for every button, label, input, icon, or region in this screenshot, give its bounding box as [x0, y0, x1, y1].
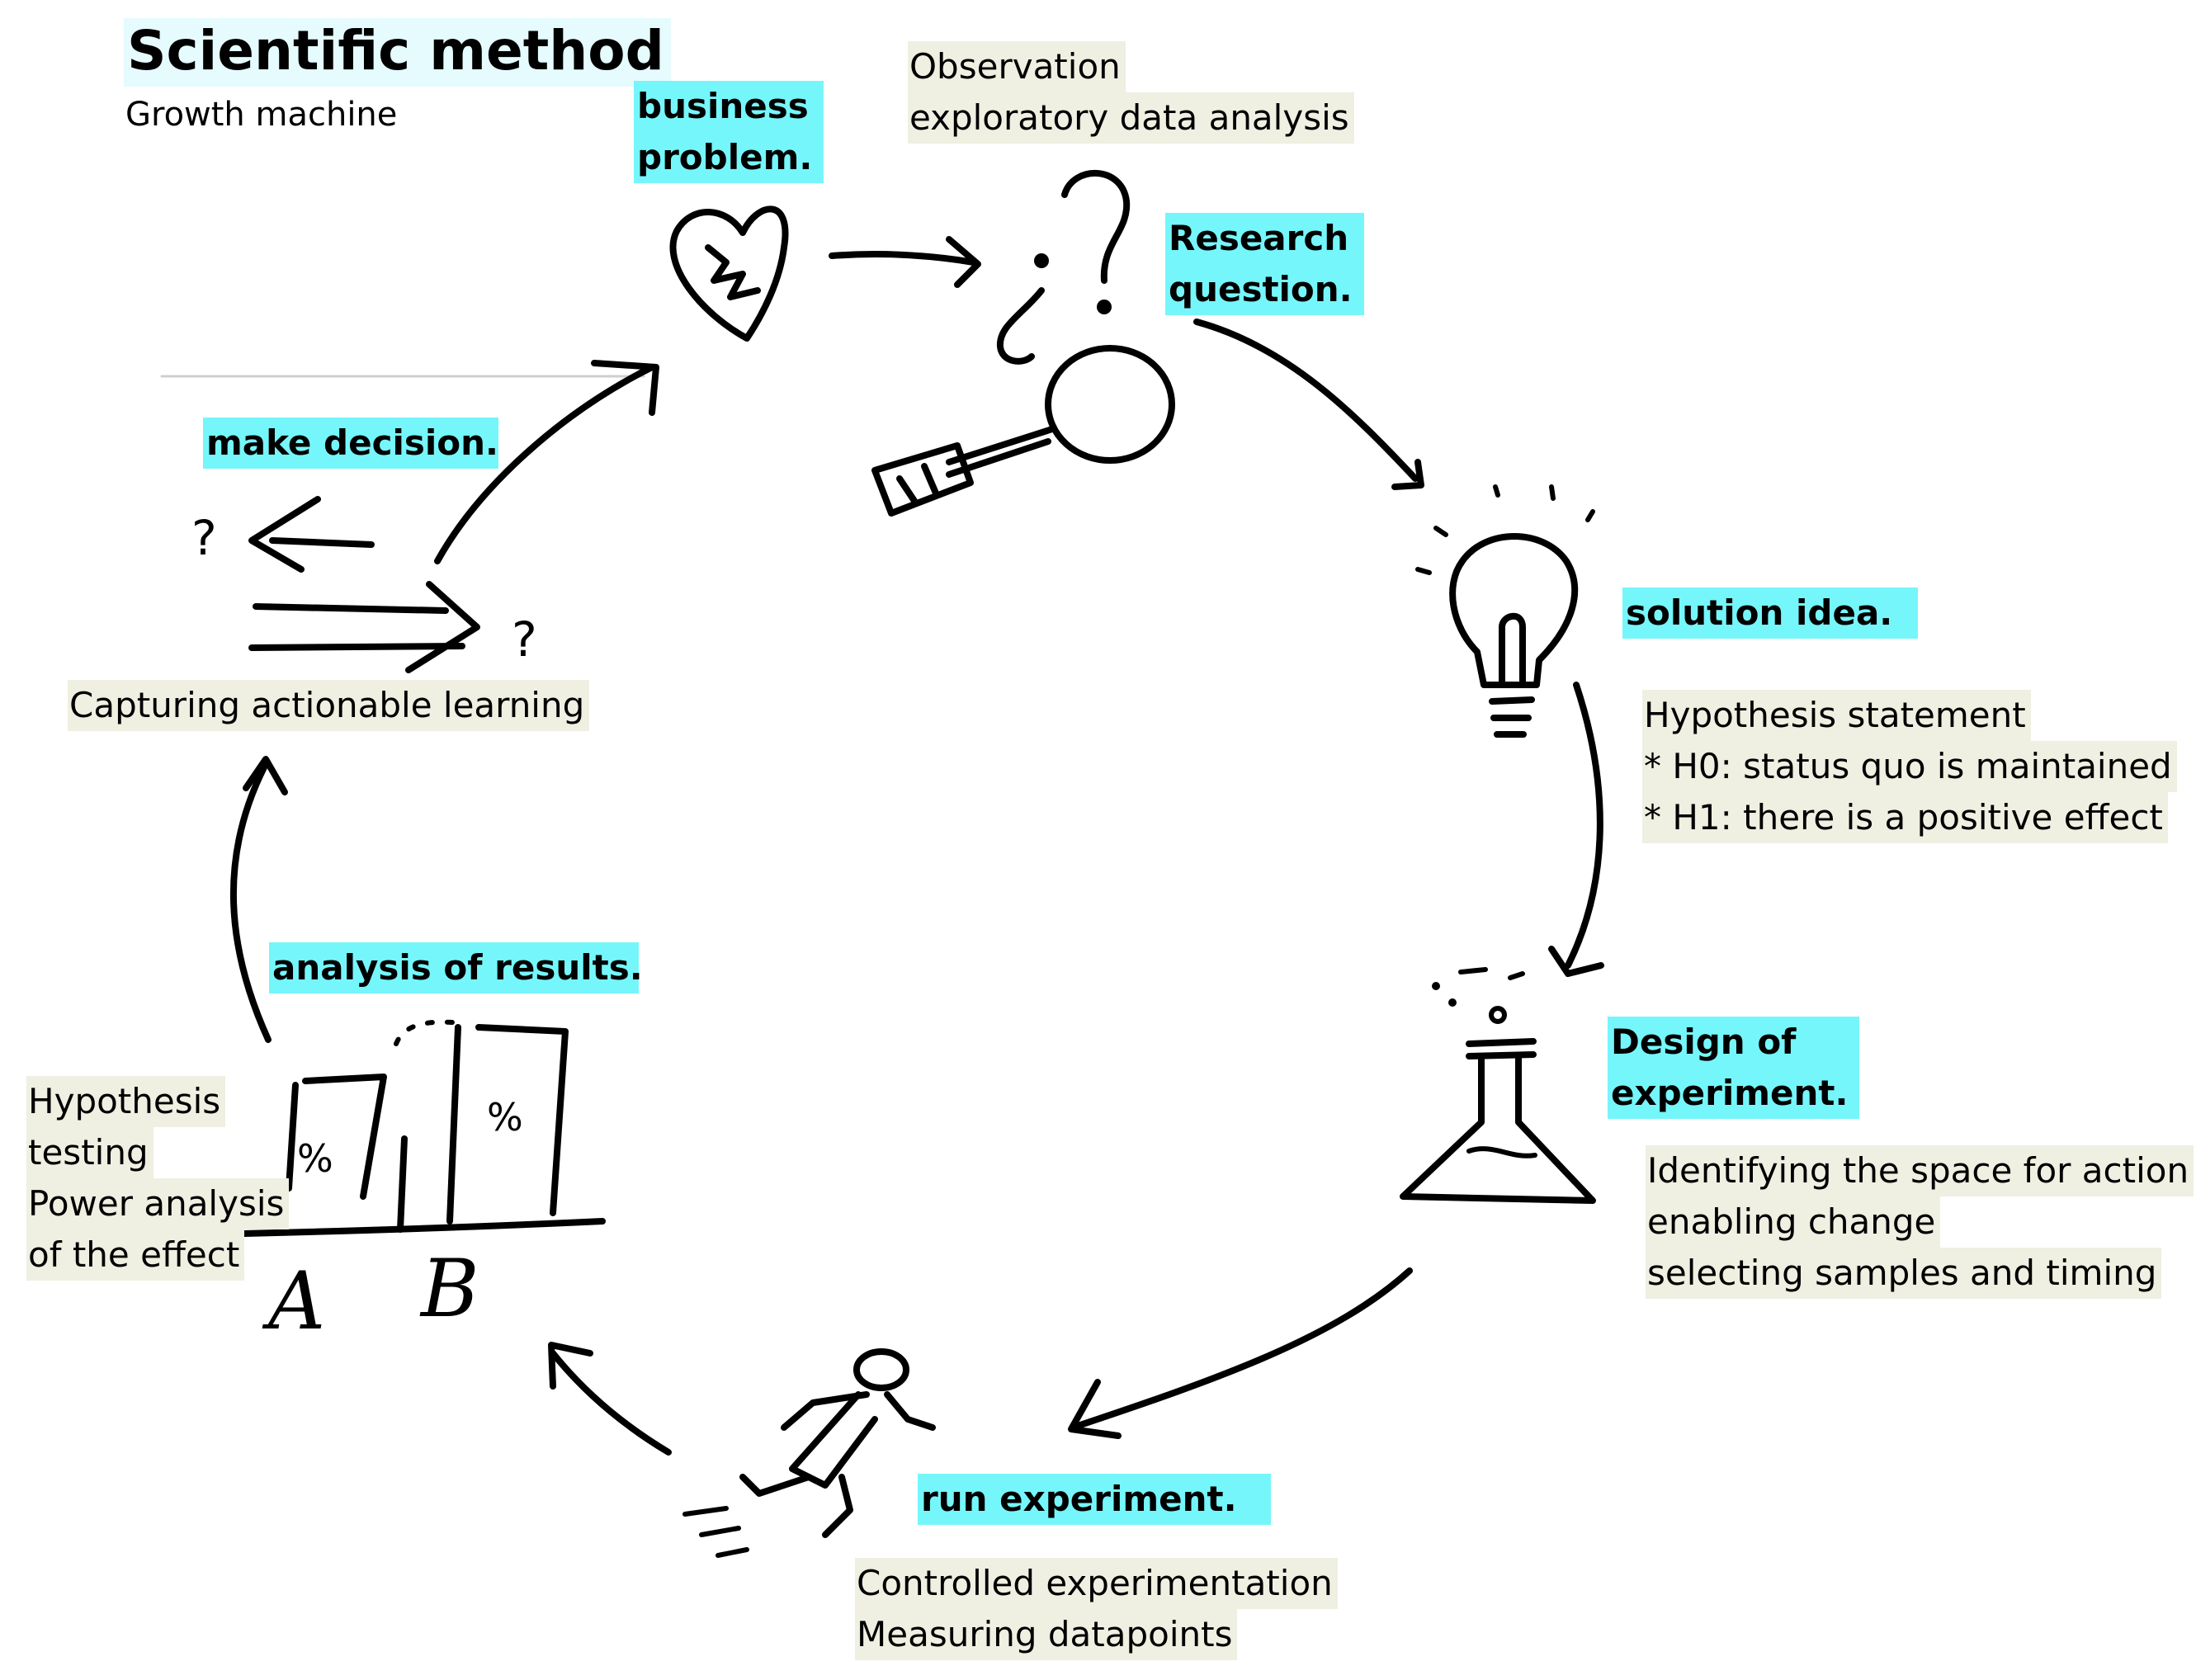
note-observation: Observation exploratory data analysis [908, 41, 1354, 144]
arrow-idea-to-design [1548, 682, 1604, 977]
note-line: Controlled experimentation [855, 1558, 1338, 1609]
flask-icon [1400, 967, 1596, 1204]
stage-solution-idea: solution idea. [1622, 588, 1918, 639]
arrow-run-to-analysis [548, 1342, 672, 1456]
question-marks-icon [996, 170, 1131, 365]
page-title: Scientific method [124, 18, 671, 87]
note-line: Measuring datapoints [855, 1609, 1238, 1660]
question-mark-left: ? [191, 510, 217, 566]
bar-label-a: A [262, 1255, 325, 1347]
broken-heart-icon [669, 205, 789, 342]
decision-arrows-icon: ? ? [191, 496, 537, 673]
note-line: * H1: there is a positive effect [1642, 792, 2168, 843]
question-mark-right: ? [512, 611, 537, 668]
stage-research-question: Research question. [1165, 213, 1364, 315]
note-run: Controlled experimentation Measuring dat… [855, 1558, 1338, 1660]
note-hypothesis-statement: Hypothesis statement * H0: status quo is… [1642, 690, 2177, 843]
arrow-problem-to-question [829, 236, 981, 288]
note-line: Hypothesis [26, 1076, 226, 1127]
magnifying-glass-icon [871, 345, 1175, 517]
note-line: exploratory data analysis [908, 92, 1354, 144]
running-person-icon [682, 1348, 936, 1558]
arrow-analysis-to-decision [229, 756, 288, 1043]
note-decision: Capturing actionable learning [68, 680, 590, 731]
note-line: Observation [908, 41, 1126, 92]
stage-run-experiment: run experiment. [918, 1474, 1271, 1525]
page-subtitle: Growth machine [125, 96, 398, 134]
percent-label-a: % [297, 1136, 333, 1181]
note-line: Hypothesis statement [1642, 690, 2031, 741]
note-line: Power analysis [26, 1178, 290, 1229]
note-line: Identifying the space for action [1646, 1145, 2194, 1196]
light-bulb-icon [1415, 484, 1595, 738]
arrow-decision-to-problem [434, 360, 659, 564]
note-line: selecting samples and timing [1646, 1248, 2162, 1299]
note-line: testing [26, 1127, 153, 1178]
stage-business-problem: business problem. [634, 81, 824, 183]
percent-label-b: % [487, 1095, 523, 1140]
arrow-design-to-run [1068, 1267, 1413, 1439]
stage-design-of-experiment: Design of experiment. [1608, 1017, 1860, 1119]
arrow-question-to-idea [1193, 319, 1424, 490]
note-line: Capturing actionable learning [68, 680, 590, 731]
note-line: enabling change [1646, 1196, 1941, 1248]
note-line: * H0: status quo is maintained [1642, 741, 2177, 792]
ab-test-sketch: % % A B [241, 1019, 606, 1347]
bar-label-b: B [419, 1243, 479, 1335]
note-analysis: Hypothesis testing Power analysis of the… [26, 1076, 290, 1281]
stage-analysis-of-results: analysis of results. [269, 942, 643, 993]
note-design: Identifying the space for action enablin… [1646, 1145, 2194, 1299]
note-line: of the effect [26, 1229, 245, 1281]
stage-make-decision: make decision. [203, 418, 498, 469]
